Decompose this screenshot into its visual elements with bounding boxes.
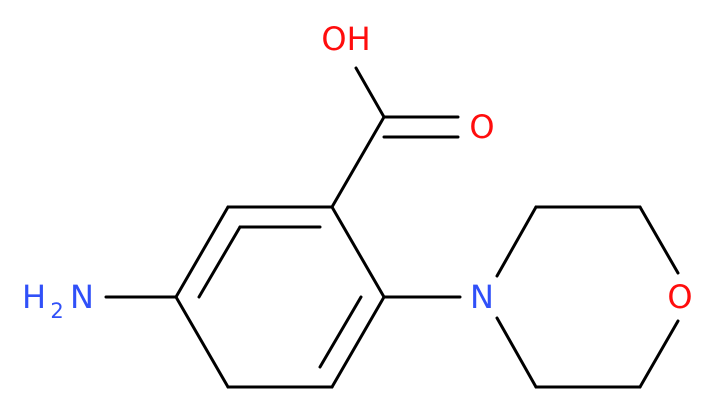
morpholine-oxygen-label: O xyxy=(667,278,692,316)
bond-ring-upper-right xyxy=(330,205,386,299)
hydroxyl-label: OH xyxy=(321,20,370,58)
bond-ring-to-carboxyl xyxy=(330,115,386,209)
carboxylic-acid-group xyxy=(330,66,460,209)
amine-nitrogen-label: N xyxy=(70,278,94,316)
benzene-ring xyxy=(174,205,386,389)
amine-hydrogen-label: H xyxy=(22,278,46,316)
bond-morpholine-o-upper xyxy=(638,205,680,275)
morpholine-ring xyxy=(382,205,680,389)
bond-morpholine-n-lower xyxy=(495,316,538,389)
bond-carboxyl-to-hydroxyl xyxy=(354,66,386,119)
carbonyl-oxygen-label: O xyxy=(469,108,494,146)
bond-ring-upper-left xyxy=(174,205,230,299)
bond-ring-lower-right-inner xyxy=(318,295,363,369)
bond-ring-lower-left xyxy=(174,295,230,389)
bond-morpholine-o-lower xyxy=(638,319,680,389)
bond-morpholine-n-upper xyxy=(495,205,538,278)
bond-ring-upper-left-inner xyxy=(197,225,242,299)
morpholine-nitrogen-label: N xyxy=(470,278,494,316)
amine-label: H 2 N xyxy=(22,278,94,323)
bond-ring-lower-right xyxy=(330,295,386,389)
amine-subscript-label: 2 xyxy=(50,299,63,323)
